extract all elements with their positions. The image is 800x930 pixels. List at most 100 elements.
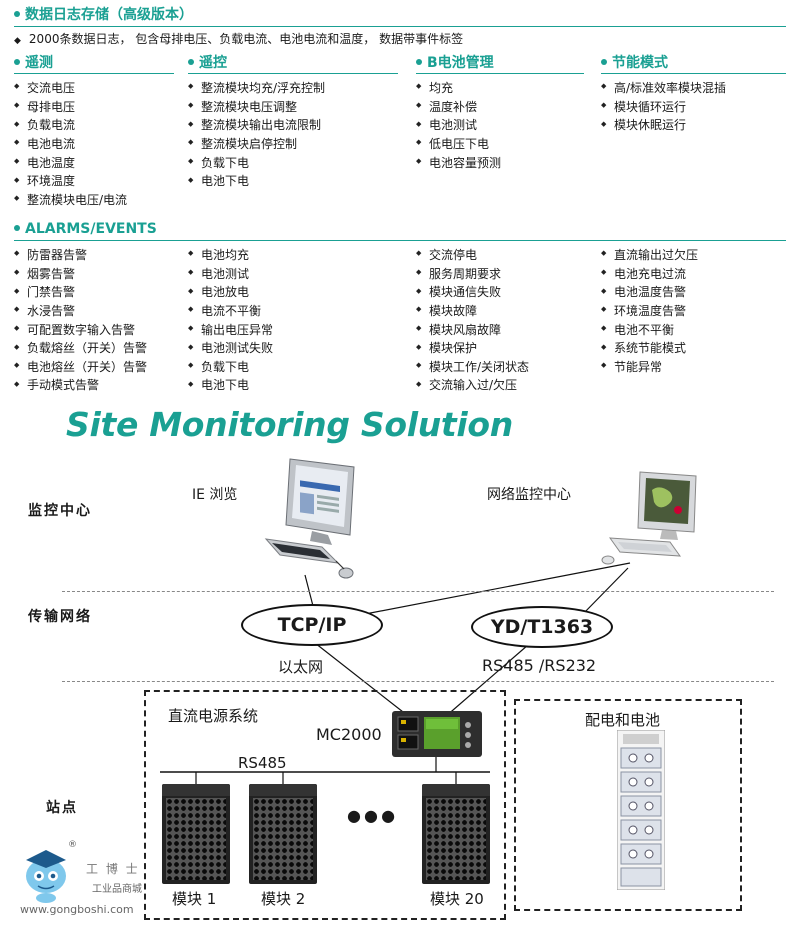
list-item: 电池测试失败 xyxy=(188,339,273,358)
list-item: 电流不平衡 xyxy=(188,302,273,321)
network-center-label: 网络监控中心 xyxy=(487,487,571,503)
bullet-dot-icon xyxy=(188,59,194,65)
module-top-strip xyxy=(249,784,317,796)
battery-mgmt-list: 均充 温度补偿 电池测试 低电压下电 电池容量预测 xyxy=(416,79,501,172)
list-item: 节能异常 xyxy=(601,358,698,377)
section-rule xyxy=(601,73,786,74)
list-item: 负载下电 xyxy=(188,154,325,173)
list-item: 整流模块均充/浮充控制 xyxy=(188,79,325,98)
list-item: 直流输出过欠压 xyxy=(601,246,698,265)
rs485-bus-label: RS485 xyxy=(238,754,287,772)
list-item: 水浸告警 xyxy=(14,302,147,321)
list-item: 系统节能模式 xyxy=(601,339,698,358)
list-item: 门禁告警 xyxy=(14,283,147,302)
row-label-monitor-center: 监控中心 xyxy=(28,503,92,519)
controller-device-icon xyxy=(392,711,482,757)
module-1-label: 模块 1 xyxy=(172,890,217,908)
yd-t1363-label: YD/T1363 xyxy=(490,616,594,638)
list-item: 电池放电 xyxy=(188,283,273,302)
section-title-data-log: 数据日志存储（高级版本） xyxy=(14,6,193,24)
rectifier-module-1 xyxy=(162,784,230,884)
dc-power-system-label: 直流电源系统 xyxy=(168,707,259,725)
list-item: 高/标准效率模块混插 xyxy=(601,79,726,98)
column-title-telemetry: 遥测 xyxy=(14,54,53,72)
list-item: 模块故障 xyxy=(416,302,529,321)
list-item: 电池温度告警 xyxy=(601,283,698,302)
ellipsis-dots: ● ● ● xyxy=(347,806,395,825)
column-title-text: 节能模式 xyxy=(612,55,668,71)
list-item: 模块工作/关闭状态 xyxy=(416,358,529,377)
alarms-title-text: ALARMS/EVENTS xyxy=(25,221,157,237)
list-item: 负载电流 xyxy=(14,116,127,135)
list-item: 防雷器告警 xyxy=(14,246,147,265)
alarms-list-3: 交流停电 服务周期要求 模块通信失败 模块故障 模块风扇故障 模块保护 模块工作… xyxy=(416,246,529,395)
controller-label: MC2000 xyxy=(316,725,382,744)
mascot-logo-icon xyxy=(26,850,66,903)
list-item: 模块风扇故障 xyxy=(416,321,529,340)
alarms-list-2: 电池均充 电池测试 电池放电 电流不平衡 输出电压异常 电池测试失败 负载下电 … xyxy=(188,246,273,395)
desktop-computer-icon xyxy=(264,458,355,579)
yd-t1363-node: YD/T1363 xyxy=(471,606,613,648)
list-item: 电池不平衡 xyxy=(601,321,698,340)
power-battery-box xyxy=(514,699,742,911)
bullet-dot-icon xyxy=(14,11,20,17)
list-item: 可配置数字输入告警 xyxy=(14,321,147,340)
list-item: 电池测试 xyxy=(188,265,273,284)
list-item: 低电压下电 xyxy=(416,135,501,154)
tcpip-node: TCP/IP xyxy=(241,604,383,646)
bullet-dot-icon xyxy=(601,59,607,65)
list-item: 均充 xyxy=(416,79,501,98)
section-title-alarms: ALARMS/EVENTS xyxy=(14,220,157,238)
list-item: 交流电压 xyxy=(14,79,127,98)
list-item: 整流模块输出电流限制 xyxy=(188,116,325,135)
list-item: 整流模块电压调整 xyxy=(188,98,325,117)
list-item: 交流停电 xyxy=(416,246,529,265)
row-label-network: 传输网络 xyxy=(28,609,92,625)
column-title-text: 遥测 xyxy=(25,55,53,71)
list-item: 输出电压异常 xyxy=(188,321,273,340)
list-item: 电池均充 xyxy=(188,246,273,265)
list-item: 环境温度告警 xyxy=(601,302,698,321)
list-item: 电池测试 xyxy=(416,116,501,135)
data-log-description: ◆2000条数据日志， 包含母排电压、负载电流、电池电流和温度， 数据带事件标签 xyxy=(14,30,463,47)
rectifier-module-20 xyxy=(422,784,490,884)
list-item: 电池下电 xyxy=(188,172,325,191)
workstation-computer-icon xyxy=(601,471,697,565)
list-item: 整流模块启停控制 xyxy=(188,135,325,154)
data-log-title: 数据日志存储（高级版本） xyxy=(25,7,193,23)
diamond-bullet-icon: ◆ xyxy=(14,36,21,46)
power-battery-label: 配电和电池 xyxy=(585,711,661,729)
list-item: 整流模块电压/电流 xyxy=(14,191,127,210)
list-item: 模块循环运行 xyxy=(601,98,726,117)
list-item: 母排电压 xyxy=(14,98,127,117)
list-item: 交流输入过/欠压 xyxy=(416,376,529,395)
watermark-subtitle: 工业品商城 xyxy=(92,884,142,895)
list-item: 负载下电 xyxy=(188,358,273,377)
bullet-dot-icon xyxy=(14,225,20,231)
list-item: 模块休眠运行 xyxy=(601,116,726,135)
bullet-dot-icon xyxy=(14,59,20,65)
module-top-strip xyxy=(422,784,490,796)
module-top-strip xyxy=(162,784,230,796)
tcpip-label: TCP/IP xyxy=(277,614,347,636)
list-item: 烟雾告警 xyxy=(14,265,147,284)
rs485-rs232-label: RS485 /RS232 xyxy=(482,656,597,675)
diagram-title: Site Monitoring Solution xyxy=(66,405,513,444)
section-rule xyxy=(14,73,174,74)
list-item: 负载熔丝（开关）告警 xyxy=(14,339,147,358)
list-item: 电池熔丝（开关）告警 xyxy=(14,358,147,377)
list-item: 服务周期要求 xyxy=(416,265,529,284)
link-tcpip-network-center xyxy=(359,562,631,616)
list-item: 环境温度 xyxy=(14,172,127,191)
module-grille xyxy=(426,798,486,880)
module-20-label: 模块 20 xyxy=(430,890,484,908)
section-rule xyxy=(14,240,786,241)
list-item: 手动模式告警 xyxy=(14,376,147,395)
list-item: 电池温度 xyxy=(14,154,127,173)
alarms-list-1: 防雷器告警 烟雾告警 门禁告警 水浸告警 可配置数字输入告警 负载熔丝（开关）告… xyxy=(14,246,147,395)
link-pc-tcpip xyxy=(304,574,314,607)
ie-browser-label: IE 浏览 xyxy=(192,487,238,503)
column-title-text: 遥控 xyxy=(199,55,227,71)
row-divider-2 xyxy=(62,681,774,682)
rectifier-module-2 xyxy=(249,784,317,884)
